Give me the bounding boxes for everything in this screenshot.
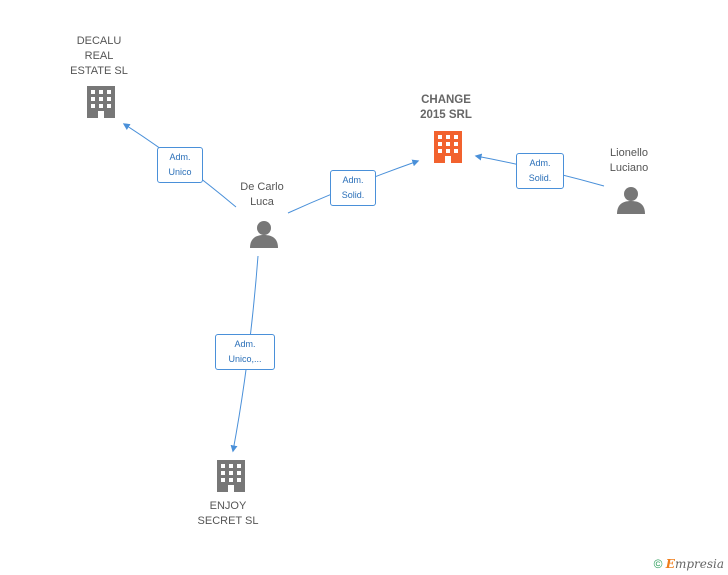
edge-label-decarlo-enjoy[interactable]: Adm. Unico,... <box>215 334 275 370</box>
copyright-icon: © <box>653 557 663 571</box>
node-label-enjoy[interactable]: ENJOY SECRET SL <box>197 500 259 527</box>
node-label-lionello[interactable]: Lionello Luciano <box>609 147 649 174</box>
building-icon-change[interactable] <box>434 131 462 163</box>
empresia-logo: © Empresia <box>654 557 724 571</box>
node-label-change[interactable]: CHANGE 2015 SRL <box>420 94 472 121</box>
node-label-de-carlo[interactable]: De Carlo Luca <box>240 181 284 208</box>
edge-label-decarlo-decalu[interactable]: Adm. Unico <box>157 147 203 183</box>
person-icon-lionello[interactable] <box>617 187 645 214</box>
node-label-decalu[interactable]: DECALU REAL ESTATE SL <box>70 35 128 77</box>
building-icon-decalu[interactable] <box>87 86 115 118</box>
edge-label-lionello-change[interactable]: Adm. Solid. <box>516 153 564 189</box>
edge-label-decarlo-change[interactable]: Adm. Solid. <box>330 170 376 206</box>
brand-name: Empresia <box>665 557 724 571</box>
person-icon-de-carlo[interactable] <box>250 221 278 248</box>
building-icon-enjoy[interactable] <box>217 460 245 492</box>
